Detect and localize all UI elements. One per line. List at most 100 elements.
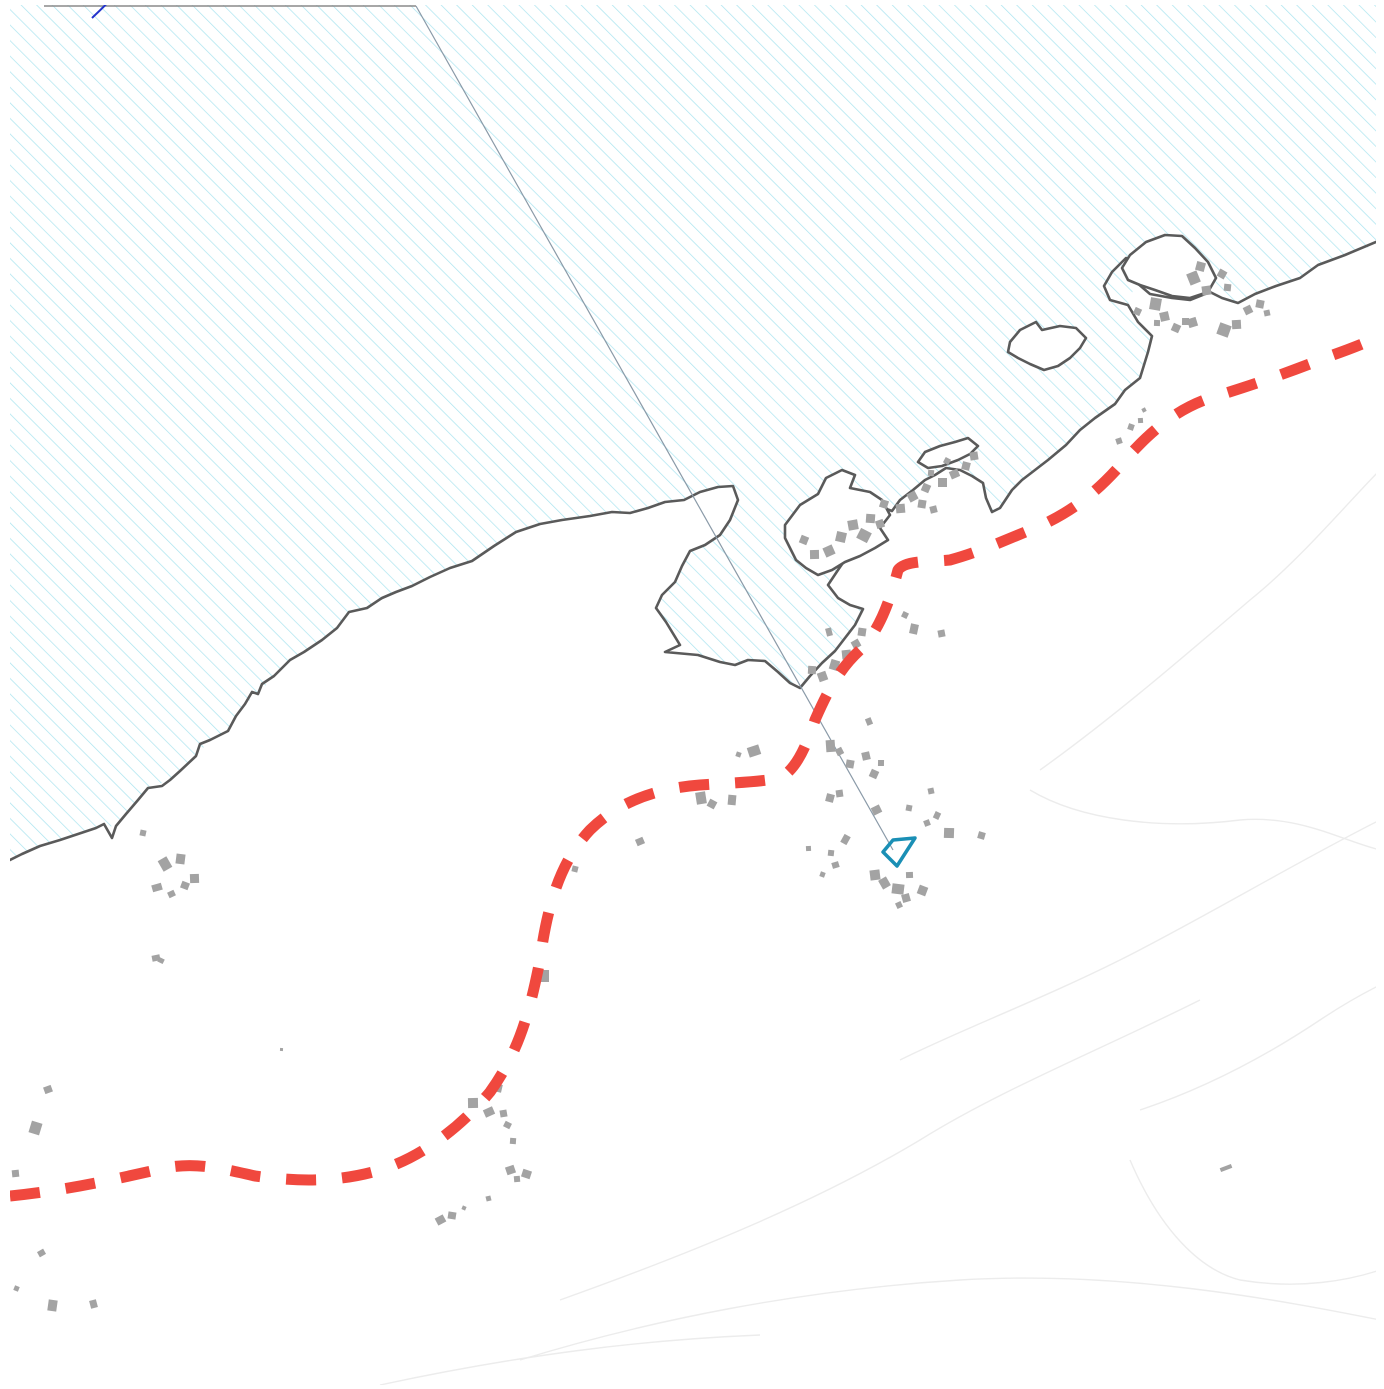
building <box>861 751 871 761</box>
building <box>1255 299 1265 309</box>
building <box>695 791 707 805</box>
building <box>961 461 971 471</box>
building <box>735 751 742 758</box>
building <box>520 1168 533 1180</box>
building <box>825 793 835 803</box>
building <box>805 845 812 852</box>
building <box>28 1120 43 1136</box>
building <box>434 1214 447 1226</box>
building <box>189 873 200 884</box>
building <box>706 798 718 810</box>
building <box>850 638 862 650</box>
building <box>856 527 872 544</box>
building <box>929 505 938 514</box>
building <box>279 1047 284 1052</box>
building <box>847 519 859 531</box>
building <box>900 610 910 620</box>
building <box>513 1175 521 1183</box>
building <box>1194 260 1207 273</box>
building <box>923 819 931 827</box>
terrain-contours <box>379 473 1376 1385</box>
building <box>1242 304 1254 316</box>
building <box>89 1299 98 1309</box>
building <box>504 1164 517 1176</box>
building <box>840 833 851 846</box>
building <box>1216 322 1232 338</box>
building <box>822 544 836 558</box>
building <box>905 871 914 879</box>
building <box>809 549 820 560</box>
building <box>167 889 176 899</box>
building <box>969 451 979 461</box>
building <box>878 498 890 510</box>
building <box>905 804 913 812</box>
building <box>877 759 885 767</box>
building <box>977 831 986 840</box>
building <box>807 665 817 675</box>
building <box>157 856 173 872</box>
island-west <box>783 468 892 577</box>
building <box>874 518 886 530</box>
building <box>540 970 549 982</box>
building <box>865 513 876 524</box>
building <box>157 956 165 965</box>
building <box>1186 316 1199 329</box>
building <box>47 1299 58 1312</box>
building <box>151 882 163 893</box>
building <box>835 789 844 798</box>
building <box>864 717 874 726</box>
building <box>461 1205 467 1211</box>
building <box>1223 283 1232 292</box>
building <box>819 871 826 878</box>
building <box>13 1285 20 1292</box>
building <box>1170 322 1182 334</box>
building <box>916 884 929 897</box>
building <box>909 623 919 635</box>
building <box>175 853 186 865</box>
building <box>746 744 762 758</box>
building <box>1219 1163 1233 1173</box>
building <box>835 531 847 543</box>
building <box>139 829 147 837</box>
building <box>937 629 946 638</box>
building <box>927 469 935 477</box>
building <box>827 849 835 857</box>
building <box>845 759 855 769</box>
building <box>857 627 867 637</box>
building <box>1115 437 1123 445</box>
building <box>1127 423 1135 431</box>
building <box>920 482 932 494</box>
building <box>467 1097 479 1109</box>
building <box>942 456 952 466</box>
building <box>634 836 646 847</box>
building <box>447 1211 457 1220</box>
building <box>1186 270 1201 286</box>
buildings-layer <box>11 260 1271 1312</box>
building <box>868 768 880 780</box>
building <box>869 869 881 881</box>
building <box>816 670 829 683</box>
building <box>938 478 947 487</box>
building <box>1149 297 1162 311</box>
coastline <box>10 240 1376 862</box>
corner-mark <box>91 5 107 19</box>
building <box>1216 268 1228 280</box>
sea-area <box>10 5 1376 858</box>
building <box>499 1109 508 1118</box>
site-marker-icon[interactable] <box>881 836 917 868</box>
leader-lines <box>44 5 894 851</box>
building <box>891 883 905 895</box>
building <box>36 1248 47 1258</box>
building <box>43 1084 53 1095</box>
building <box>825 627 833 637</box>
building <box>1137 417 1144 424</box>
island-islet <box>916 436 980 470</box>
building <box>1263 309 1271 317</box>
building <box>485 1195 492 1202</box>
building <box>1141 407 1147 413</box>
building <box>1231 319 1242 330</box>
island-central <box>1006 320 1088 372</box>
building <box>825 739 836 753</box>
